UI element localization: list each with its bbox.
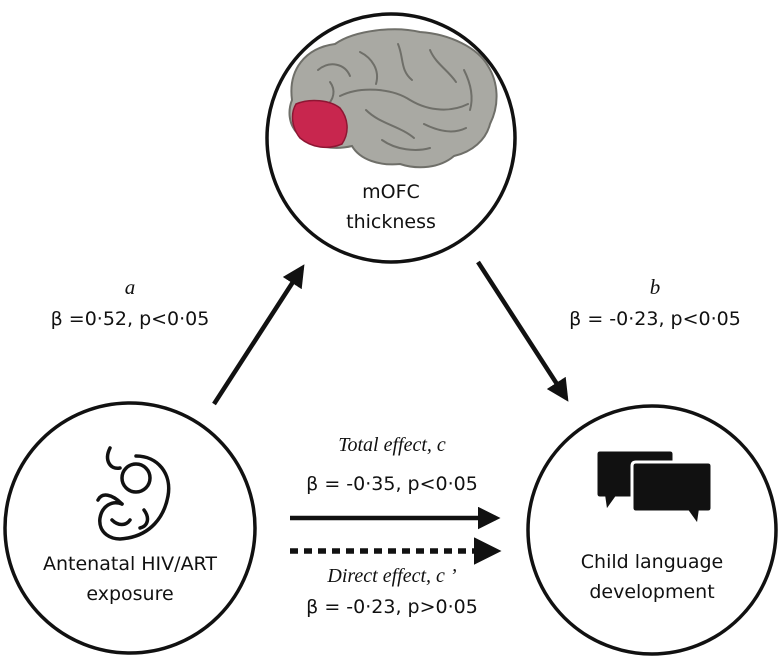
mediator-node: mOFC thickness [265,12,517,264]
outcome-node: Child language development [526,404,778,656]
direct-effect-title: Direct effect, c ’ [326,565,457,587]
direct-effect: Direct effect, c ’ β = -0·23, p>0·05 [290,537,502,618]
path-b-arrow [476,260,569,402]
mediator-label-line1: mOFC [362,181,420,203]
total-effect: Total effect, c β = -0·35, p<0·05 [290,434,501,530]
path-b: b β = -0·23, p<0·05 [476,260,741,402]
speech-bubbles-icon [594,448,714,530]
exposure-label-line2: exposure [86,583,173,605]
path-b-stat: β = -0·23, p<0·05 [569,308,741,330]
fetus-icon [96,446,171,541]
path-b-letter: b [650,275,661,299]
path-a: a β =0·52, p<0·05 [51,264,305,406]
exposure-node: Antenatal HIV/ART exposure [3,401,257,655]
exposure-circle [3,401,257,655]
total-effect-title: Total effect, c [338,434,446,456]
path-a-arrow [212,264,305,406]
path-a-letter: a [125,275,136,299]
brain-icon [288,28,498,169]
mofc-region [291,99,348,149]
outcome-label-line1: Child language [581,551,723,573]
outcome-label-line2: development [589,581,714,603]
total-effect-stat: β = -0·35, p<0·05 [306,473,478,495]
path-a-stat: β =0·52, p<0·05 [51,308,210,330]
mediator-label-line2: thickness [346,211,436,233]
direct-effect-stat: β = -0·23, p>0·05 [306,596,478,618]
outcome-circle [526,404,778,656]
exposure-label-line1: Antenatal HIV/ART [43,553,217,575]
